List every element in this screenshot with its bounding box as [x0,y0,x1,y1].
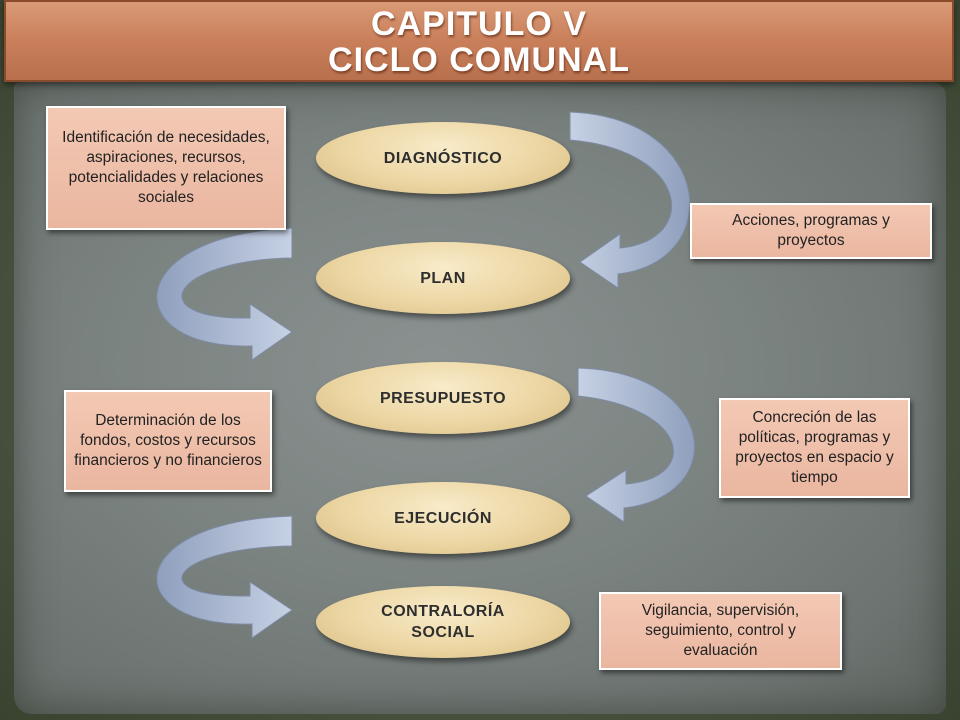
chapter-title: CAPITULO V [371,5,587,43]
stage-plan-label: PLAN [420,269,466,287]
note-diagnostico-text: Identificación de necesidades, aspiracio… [62,129,270,206]
stage-ejecucion-label: EJECUCIÓN [394,509,492,527]
arrow-presupuesto-to-ejecucion [577,367,696,523]
note-plan: Acciones, programas y proyectos [690,203,932,259]
note-contraloria-text: Vigilancia, supervisión, seguimiento, co… [641,602,800,659]
stage-presupuesto: PRESUPUESTO [316,362,570,434]
stage-contraloria-label-1: CONTRALORÍA [381,603,505,620]
note-contraloria: Vigilancia, supervisión, seguimiento, co… [599,592,842,670]
stage-diagnostico: DIAGNÓSTICO [316,122,570,194]
title-banner: CAPITULO V CICLO COMUNAL [4,0,954,82]
note-ejecucion-text: Concreción de las políticas, programas y… [735,409,894,486]
stage-diagnostico-label: DIAGNÓSTICO [383,149,503,167]
stage-presupuesto-label: PRESUPUESTO [379,389,507,407]
stage-plan: PLAN [316,242,570,314]
arrow-diagnostico-to-plan [569,111,691,289]
stage-ejecucion: EJECUCIÓN [316,482,570,554]
arrow-ejecucion-to-contraloria [156,515,293,639]
stage-contraloria-social: CONTRALORÍA SOCIAL [316,586,570,658]
note-plan-text: Acciones, programas y proyectos [732,212,890,249]
stage-contraloria-label-2: SOCIAL [411,624,475,641]
note-presupuesto-text: Determinación de los fondos, costos y re… [74,412,262,469]
note-ejecucion: Concreción de las políticas, programas y… [719,398,910,498]
cycle-title: CICLO COMUNAL [328,41,630,79]
note-presupuesto: Determinación de los fondos, costos y re… [64,390,272,492]
arrow-plan-to-presupuesto [156,227,293,361]
note-diagnostico: Identificación de necesidades, aspiracio… [46,106,286,230]
